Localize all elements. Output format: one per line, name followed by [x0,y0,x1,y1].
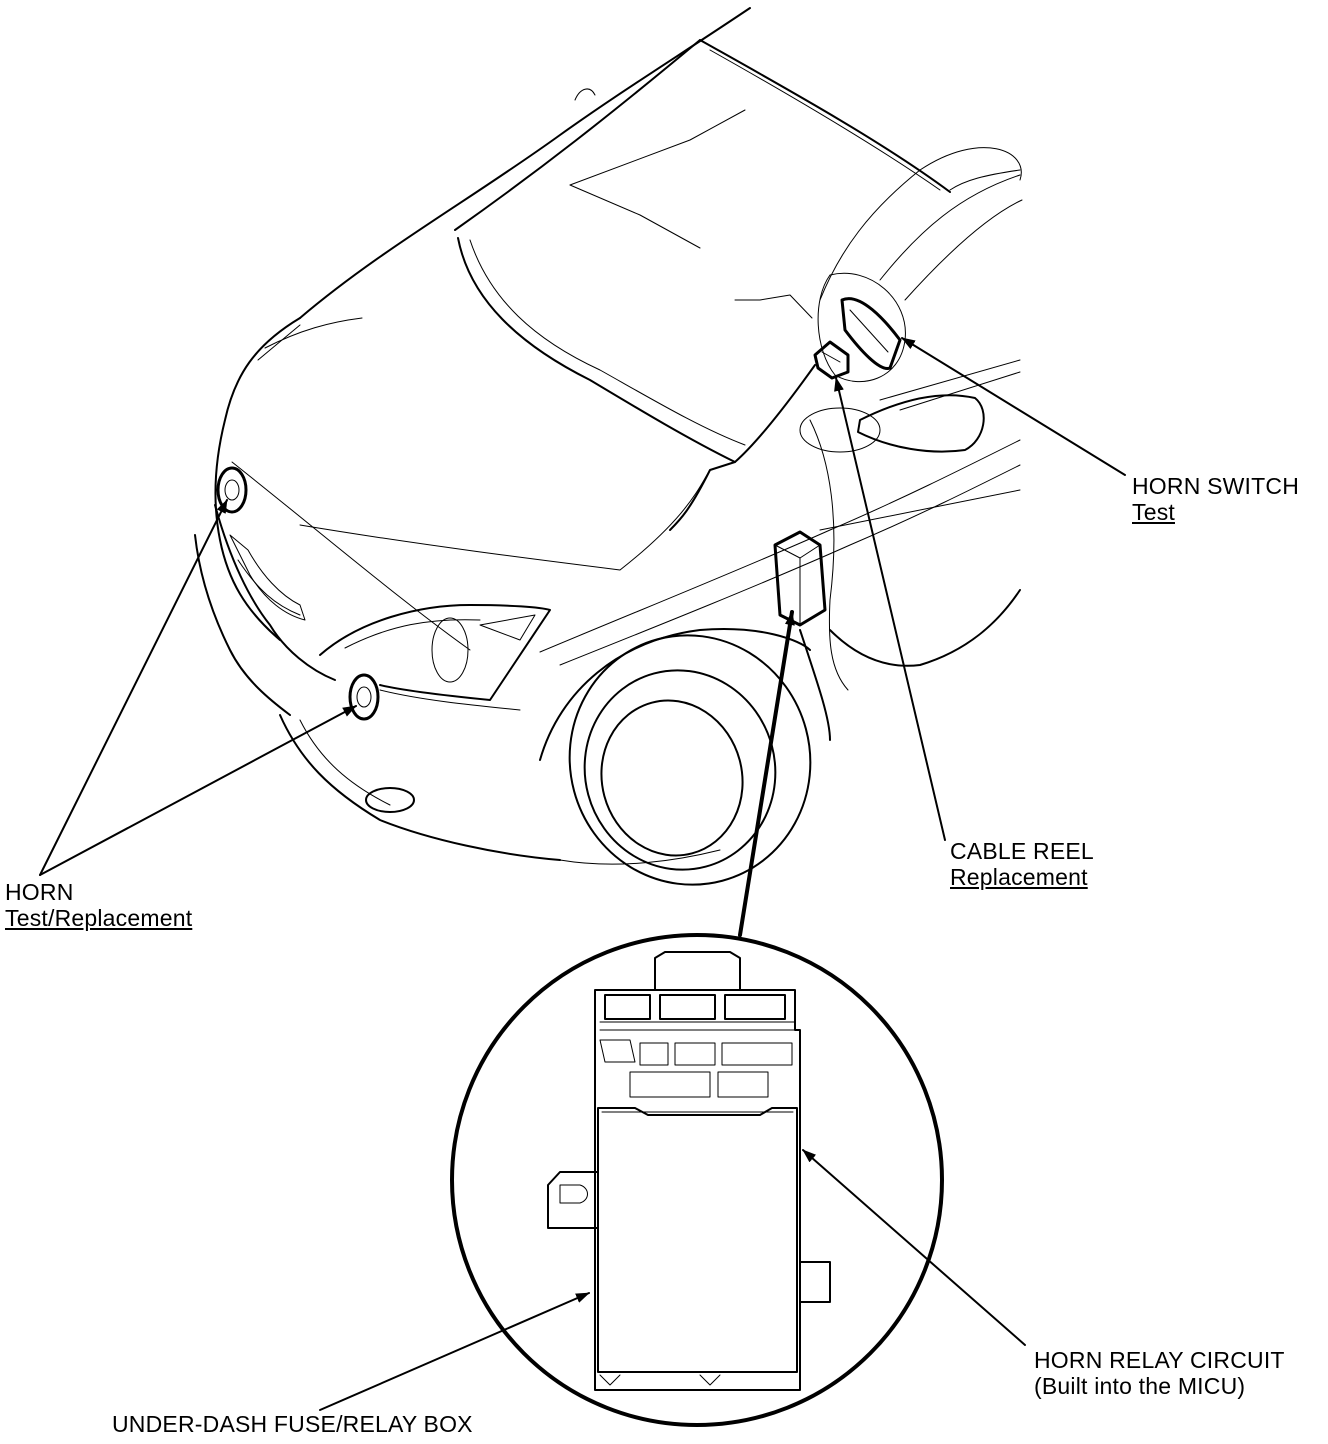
cable-reel-title: CABLE REEL [950,838,1094,864]
car-illustration [194,7,1023,886]
leader-lines [39,337,1126,1411]
horn-switch-action-link[interactable]: Test [1132,499,1175,525]
horn-switch-label: HORN SWITCH Test [1132,473,1299,525]
cable-reel-label: CABLE REEL Replacement [950,838,1094,890]
horn-relay-detail: (Built into the MICU) [1034,1373,1246,1399]
horn-action-link[interactable]: Test/Replacement [5,905,193,931]
detail-inset [450,933,944,1427]
fuse-box-title: UNDER-DASH FUSE/RELAY BOX [112,1411,473,1437]
horn-relay-title: HORN RELAY CIRCUIT [1034,1347,1285,1373]
horn-label: HORN Test/Replacement [5,879,192,931]
horn-relay-label: HORN RELAY CIRCUIT (Built into the MICU) [1034,1347,1285,1399]
cable-reel-action-link[interactable]: Replacement [950,864,1088,890]
horn-title: HORN [5,879,74,905]
fuse-box-label: UNDER-DASH FUSE/RELAY BOX [112,1411,473,1437]
horn-switch-title: HORN SWITCH [1132,473,1300,499]
